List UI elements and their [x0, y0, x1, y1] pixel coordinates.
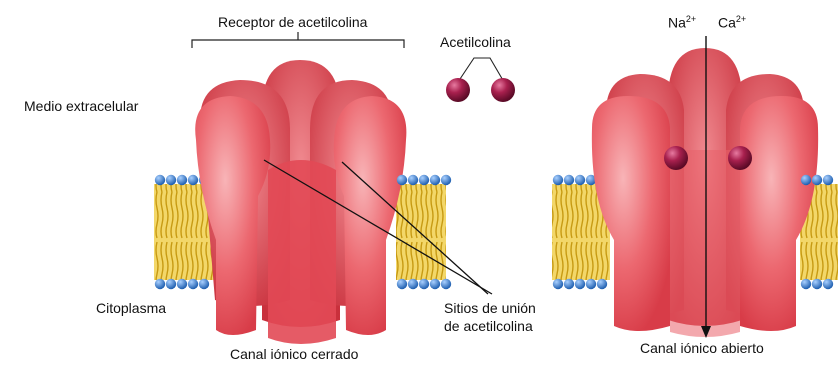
lipid-head [188, 175, 198, 185]
lipid-head [597, 279, 607, 289]
lipid-head [155, 279, 165, 289]
lipid-head [177, 279, 187, 289]
lipid-head [155, 175, 165, 185]
lipid-head [823, 175, 833, 185]
bound-acetylcholine [664, 146, 688, 170]
acetylcholine-molecule [491, 78, 515, 102]
binding-sites-label-line2: de acetilcolina [444, 318, 533, 334]
lipid-head [564, 279, 574, 289]
receptor-label: Receptor de acetilcolina [218, 14, 367, 30]
cytoplasm-label: Citoplasma [96, 300, 166, 316]
lipid-head [801, 175, 811, 185]
calcium-ion-label: Ca2+ [718, 14, 746, 31]
lipid-head [199, 279, 209, 289]
lipid-head [575, 175, 585, 185]
closed-channel-protein [195, 60, 406, 344]
lipid-head [419, 279, 429, 289]
membrane-left-inner [396, 184, 446, 280]
lipid-head [166, 279, 176, 289]
bound-acetylcholine [728, 146, 752, 170]
closed-channel-label: Canal iónico cerrado [230, 346, 358, 362]
receptor-bracket [192, 32, 404, 48]
lipid-head [564, 175, 574, 185]
acetylcholine-molecule [446, 78, 470, 102]
lipid-head [812, 279, 822, 289]
open-channel-protein [592, 48, 818, 337]
lipid-head [586, 279, 596, 289]
lipid-head [575, 279, 585, 289]
lipid-head [441, 175, 451, 185]
open-channel-label: Canal iónico abierto [640, 340, 764, 356]
lipid-head [397, 175, 407, 185]
lipid-head [553, 175, 563, 185]
lipid-head [430, 175, 440, 185]
lipid-head [553, 279, 563, 289]
binding-sites-label-line1: Sitios de unión [444, 300, 536, 316]
extracellular-label: Medio extracelular [24, 98, 138, 114]
lipid-head [801, 279, 811, 289]
lipid-head [419, 175, 429, 185]
lipid-head [430, 279, 440, 289]
lipid-head [812, 175, 822, 185]
lipid-head [408, 175, 418, 185]
lipid-head [397, 279, 407, 289]
acetylcholine-pointer [458, 58, 504, 82]
sodium-ion-label: Na2+ [668, 14, 696, 31]
lipid-head [408, 279, 418, 289]
acetylcholine-label: Acetilcolina [440, 34, 511, 50]
lipid-head [188, 279, 198, 289]
lipid-head [823, 279, 833, 289]
lipid-head [166, 175, 176, 185]
lipid-head [441, 279, 451, 289]
lipid-head [177, 175, 187, 185]
